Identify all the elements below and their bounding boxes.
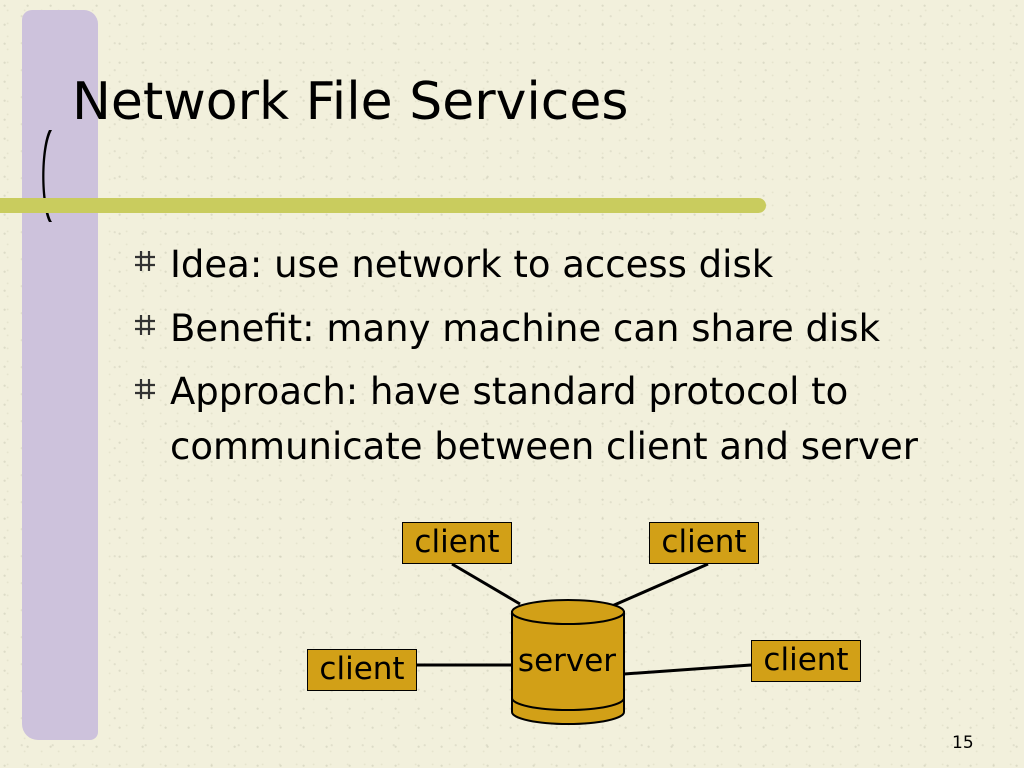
slide-title: Network File Services [72, 72, 629, 132]
bullet-text: Idea: use network to access disk [170, 243, 774, 286]
title-underline [0, 198, 766, 213]
bullet-item-approach: Approach: have standard protocol to comm… [128, 364, 968, 474]
connector-line-right [623, 663, 752, 676]
bullet-item-idea: Idea: use network to access disk [128, 236, 968, 294]
connector-line-top-right [611, 562, 709, 608]
bullet-marker-icon [135, 315, 155, 335]
page-number: 15 [952, 733, 974, 753]
bullet-item-benefit: Benefit: many machine can share disk [128, 300, 968, 358]
bullet-list: Idea: use network to access disk Benefit… [128, 236, 968, 480]
bullet-text: Benefit: many machine can share disk [170, 307, 881, 350]
decorative-side-band [22, 10, 98, 740]
client-node-left: client [307, 649, 417, 691]
bullet-marker-icon [135, 379, 155, 399]
client-node-top-right: client [649, 522, 759, 564]
server-label: server [517, 643, 617, 679]
client-node-right: client [751, 640, 861, 682]
bullet-marker-icon [135, 251, 155, 271]
connector-line-top-left [451, 562, 521, 606]
bullet-text: Approach: have standard protocol to comm… [170, 370, 918, 468]
client-node-top-left: client [402, 522, 512, 564]
